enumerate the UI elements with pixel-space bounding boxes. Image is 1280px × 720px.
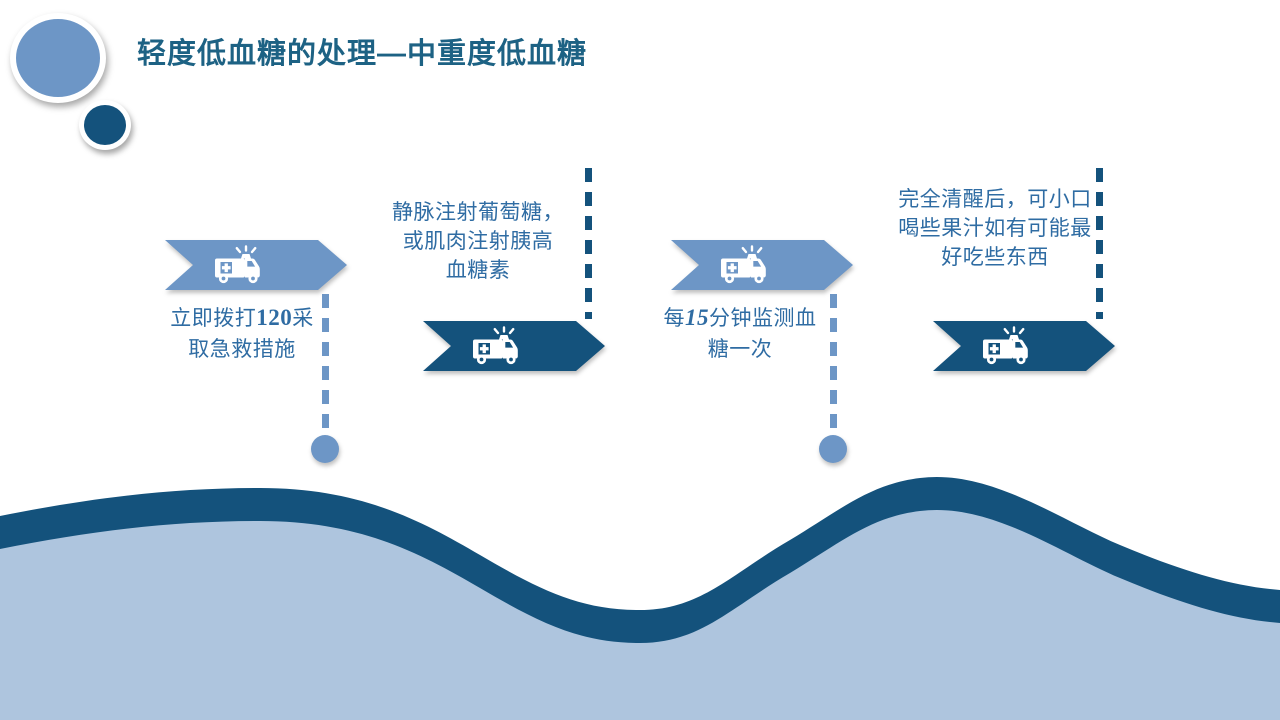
- dashed-connector-step1: [322, 294, 329, 434]
- step2-caption: 静脉注射葡萄糖， 或肌肉注射胰高 血糖素: [383, 198, 573, 285]
- dashed-connector-step3: [830, 294, 837, 434]
- step4-arrow-banner: [933, 321, 1115, 371]
- caption-line: 立即拨打120采: [152, 302, 332, 334]
- caption-line: 好吃些东西: [941, 246, 1049, 269]
- caption-line: 每15分钟监测血: [650, 302, 830, 334]
- connector-end-dot-step1: [311, 435, 339, 463]
- caption-number: 120: [256, 305, 293, 330]
- caption-text: 分钟监测血: [709, 307, 817, 330]
- step3-caption: 每15分钟监测血 糖一次: [650, 302, 830, 365]
- step1-caption: 立即拨打120采 取急救措施: [152, 302, 332, 365]
- caption-text: 每: [663, 307, 685, 330]
- step4-caption: 完全清醒后，可小口 喝些果汁如有可能最 好吃些东西: [895, 185, 1095, 272]
- dashed-connector-step2: [585, 168, 592, 319]
- connector-end-dot-step3: [819, 435, 847, 463]
- step3-arrow-banner: [671, 240, 853, 290]
- decor-circle-small: [79, 100, 131, 150]
- wave-pale-fill: [0, 509, 1280, 720]
- dashed-connector-step4: [1096, 168, 1103, 319]
- caption-text: 采: [292, 307, 314, 330]
- caption-line: 血糖素: [445, 259, 511, 282]
- step1-arrow-banner: [165, 240, 347, 290]
- caption-line: 或肌肉注射胰高: [402, 230, 554, 253]
- caption-text: 立即拨打: [170, 307, 257, 330]
- caption-line: 静脉注射葡萄糖，: [392, 201, 564, 224]
- step2-arrow-banner: [423, 321, 605, 371]
- caption-line: 完全清醒后，可小口: [898, 188, 1092, 211]
- ambulance-icon: [983, 326, 1028, 365]
- caption-line: 取急救措施: [188, 338, 296, 361]
- decor-circle-large: [10, 13, 106, 103]
- caption-line: 糖一次: [707, 338, 773, 361]
- caption-line: 喝些果汁如有可能最: [898, 217, 1092, 240]
- wave-decoration: [0, 476, 1280, 720]
- ambulance-icon: [721, 245, 766, 284]
- ambulance-icon: [473, 326, 518, 365]
- ambulance-icon: [215, 245, 260, 284]
- page-title: 轻度低血糖的处理—中重度低血糖: [137, 38, 588, 70]
- caption-number: 15: [685, 305, 709, 330]
